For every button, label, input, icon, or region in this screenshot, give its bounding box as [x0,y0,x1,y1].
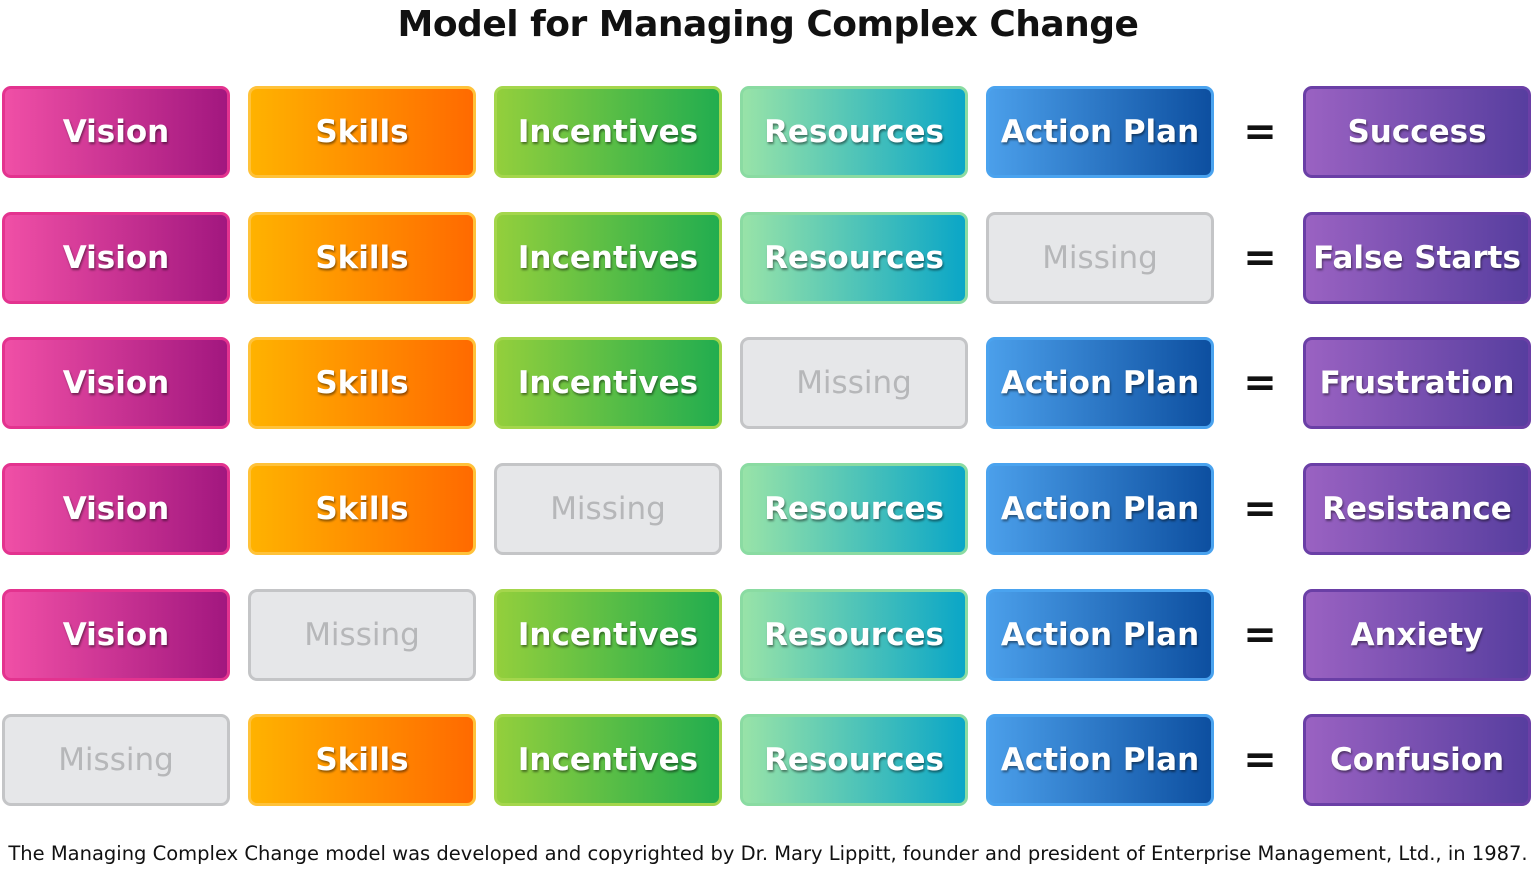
skills-box: Skills [248,714,476,806]
vision-box: Vision [2,589,230,681]
model-row-confusion: Missing Skills Incentives Resources Acti… [0,714,1536,812]
copyright-footnote: The Managing Complex Change model was de… [8,842,1528,865]
incentives-box: Incentives [494,212,722,304]
action-plan-box: Action Plan [986,86,1214,178]
resources-box: Resources [740,589,968,681]
resources-box: Resources [740,714,968,806]
equals-sign: = [1243,486,1277,532]
model-row-frustration: Vision Skills Incentives Missing Action … [0,337,1536,435]
vision-box: Vision [2,463,230,555]
resources-box: Resources [740,463,968,555]
missing-resources-box: Missing [740,337,968,429]
incentives-box: Incentives [494,86,722,178]
action-plan-box: Action Plan [986,589,1214,681]
action-plan-box: Action Plan [986,337,1214,429]
incentives-box: Incentives [494,337,722,429]
skills-box: Skills [248,86,476,178]
result-box-false-starts: False Starts [1303,212,1531,304]
resources-box: Resources [740,212,968,304]
resources-box: Resources [740,86,968,178]
missing-incentives-box: Missing [494,463,722,555]
result-box-success: Success [1303,86,1531,178]
model-row-success: Vision Skills Incentives Resources Actio… [0,86,1536,184]
result-box-resistance: Resistance [1303,463,1531,555]
incentives-box: Incentives [494,589,722,681]
skills-box: Skills [248,212,476,304]
vision-box: Vision [2,337,230,429]
skills-box: Skills [248,337,476,429]
model-row-anxiety: Vision Missing Incentives Resources Acti… [0,589,1536,687]
missing-skills-box: Missing [248,589,476,681]
incentives-box: Incentives [494,714,722,806]
model-row-false-starts: Vision Skills Incentives Resources Missi… [0,212,1536,310]
equals-sign: = [1243,737,1277,783]
model-row-resistance: Vision Skills Missing Resources Action P… [0,463,1536,561]
action-plan-box: Action Plan [986,463,1214,555]
page-title: Model for Managing Complex Change [397,4,1139,45]
result-box-frustration: Frustration [1303,337,1531,429]
vision-box: Vision [2,212,230,304]
equals-sign: = [1243,612,1277,658]
action-plan-box: Action Plan [986,714,1214,806]
equals-sign: = [1243,360,1277,406]
missing-action-plan-box: Missing [986,212,1214,304]
equals-sign: = [1243,109,1277,155]
skills-box: Skills [248,463,476,555]
vision-box: Vision [2,86,230,178]
missing-vision-box: Missing [2,714,230,806]
result-box-anxiety: Anxiety [1303,589,1531,681]
result-box-confusion: Confusion [1303,714,1531,806]
equals-sign: = [1243,235,1277,281]
